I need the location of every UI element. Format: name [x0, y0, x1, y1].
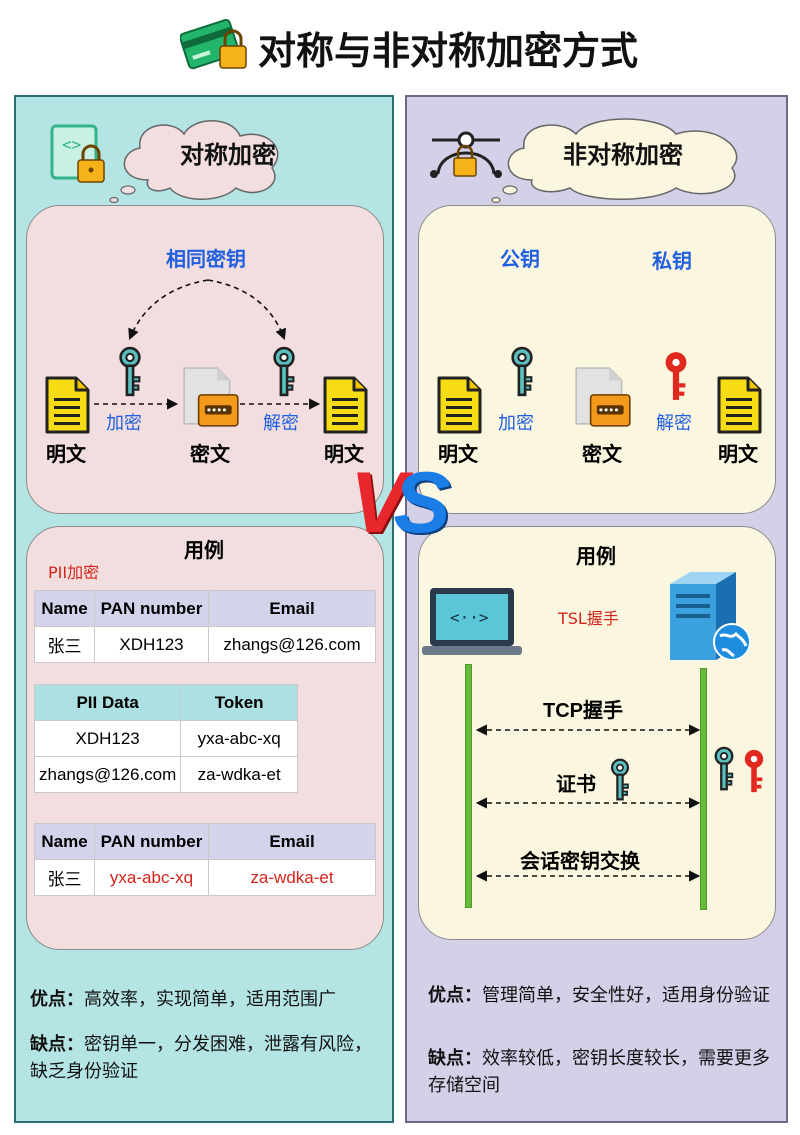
- credit-card-lock-icon: [180, 18, 247, 70]
- customer-table: Name PAN number Email 张三 XDH123 zhangs@1…: [34, 590, 376, 663]
- client-lifeline: [465, 664, 472, 908]
- pros-text: 管理简单，安全性好，适用身份验证: [482, 985, 770, 1006]
- pros-label: 优点：: [428, 985, 482, 1006]
- title-bar: 对称与非对称加密方式: [0, 0, 800, 90]
- thought-cloud: [491, 118, 738, 204]
- tokenized-table: Name PAN number Email 张三 yxa-abc-xq za-w…: [34, 823, 376, 896]
- pii-label: PII加密: [48, 563, 100, 582]
- column-header: Name: [34, 590, 95, 627]
- session-key-exchange-step: 会话密钥交换: [520, 849, 640, 873]
- key-icon: [608, 758, 632, 802]
- plaintext-label: 明文: [438, 442, 478, 466]
- vector-lock-icon: [430, 131, 502, 178]
- encrypt-label: 加密: [106, 413, 142, 434]
- pros-label: 优点：: [30, 989, 84, 1010]
- server-globe-icon: [670, 572, 751, 661]
- table-cell: 张三: [34, 859, 95, 896]
- column-header: PAN number: [94, 590, 209, 627]
- column-header: PII Data: [33, 684, 182, 721]
- vs-badge: VS: [350, 460, 454, 564]
- table-row: zhangs@126.com za-wdka-et: [33, 756, 298, 793]
- column-header: Token: [180, 684, 298, 721]
- page-title: 对称与非对称加密方式: [258, 29, 639, 73]
- usecase-heading: 用例: [576, 544, 616, 568]
- table-cell: zhangs@126.com: [208, 626, 376, 663]
- encrypt-label: 加密: [498, 413, 534, 434]
- public-key-label: 公钥: [500, 247, 540, 271]
- table-cell: XDH123: [94, 626, 209, 663]
- token-table: PII Data Token XDH123 yxa-abc-xq zhangs@…: [33, 684, 298, 793]
- tcp-handshake-step: TCP握手: [543, 700, 623, 722]
- svg-text:<>: <>: [62, 135, 81, 154]
- symmetric-cons: 缺点：密钥单一，分发困难，泄露有风险，缺乏身份验证: [30, 1031, 376, 1085]
- table-cell: 张三: [34, 626, 95, 663]
- public-key-icon: [712, 746, 736, 792]
- symmetric-pros: 优点：高效率，实现简单，适用范围广: [30, 986, 380, 1013]
- cons-label: 缺点：: [30, 1034, 84, 1055]
- ciphertext-label: 密文: [190, 442, 230, 466]
- private-key-label: 私钥: [652, 249, 692, 273]
- certificate-step: 证书: [556, 772, 596, 796]
- tsl-handshake-label: TSL握手: [558, 609, 619, 628]
- plaintext-label: 明文: [324, 442, 364, 466]
- symmetric-heading: 对称加密: [180, 141, 276, 169]
- asymmetric-pros: 优点：管理简单，安全性好，适用身份验证: [428, 982, 780, 1009]
- table-cell: yxa-abc-xq: [94, 859, 209, 896]
- asymmetric-flow-card: [418, 205, 776, 514]
- symmetric-flow-card: [26, 205, 384, 514]
- thought-cloud: [109, 120, 279, 204]
- column-header: Email: [208, 823, 376, 860]
- column-header: Email: [208, 590, 376, 627]
- private-key-icon: [742, 748, 766, 794]
- pros-text: 高效率，实现简单，适用范围广: [84, 989, 336, 1010]
- table-cell: za-wdka-et: [180, 756, 298, 793]
- ciphertext-label: 密文: [582, 442, 622, 466]
- table-cell: za-wdka-et: [208, 859, 376, 896]
- server-lifeline: [700, 668, 707, 910]
- decrypt-label: 解密: [263, 413, 299, 434]
- cons-text: 密钥单一，分发困难，泄露有风险，缺乏身份验证: [30, 1034, 372, 1082]
- code-lock-icon: <>: [50, 124, 105, 183]
- svg-text:<··>: <··>: [450, 608, 489, 627]
- plaintext-label: 明文: [718, 442, 758, 466]
- asymmetric-heading: 非对称加密: [563, 141, 683, 169]
- column-header: Name: [34, 823, 95, 860]
- vs-v: V: [350, 455, 407, 551]
- plaintext-label: 明文: [46, 442, 86, 466]
- cons-text: 效率较低，密钥长度较长，需要更多存储空间: [428, 1048, 770, 1096]
- vs-text: VS: [350, 460, 451, 546]
- shared-key-label: 相同密钥: [166, 247, 246, 271]
- vs-s: S: [393, 455, 450, 551]
- table-cell: zhangs@126.com: [33, 756, 182, 793]
- asymmetric-cons: 缺点：效率较低，密钥长度较长，需要更多存储空间: [428, 1045, 786, 1099]
- column-header: PAN number: [94, 823, 209, 860]
- table-cell: yxa-abc-xq: [180, 720, 298, 757]
- usecase-heading: 用例: [184, 538, 224, 562]
- table-row: 张三 yxa-abc-xq za-wdka-et: [34, 859, 376, 896]
- cons-label: 缺点：: [428, 1048, 482, 1069]
- table-row: 张三 XDH123 zhangs@126.com: [34, 626, 376, 663]
- laptop-icon: <··>: [422, 588, 522, 655]
- decrypt-label: 解密: [656, 413, 692, 434]
